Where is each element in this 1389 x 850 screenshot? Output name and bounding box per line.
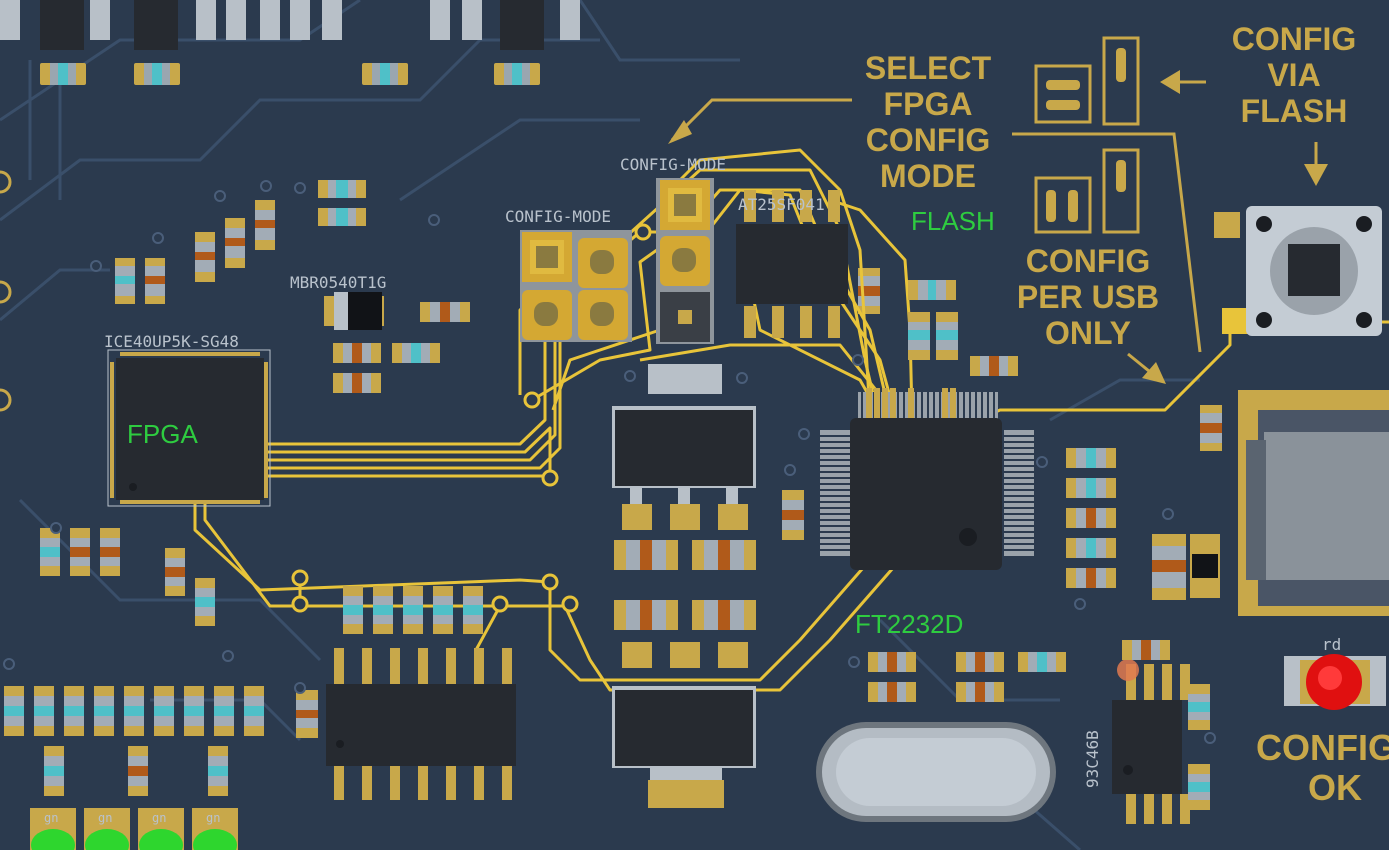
- config-flash-button[interactable]: [1214, 206, 1382, 336]
- svg-text:VIA: VIA: [1267, 57, 1320, 93]
- svg-text:CONFIG: CONFIG: [1026, 243, 1150, 279]
- annotation-config-via-flash: CONFIG VIA FLASH: [1232, 21, 1356, 129]
- svg-text:PER USB: PER USB: [1017, 279, 1159, 315]
- fpga-part-label: ICE40UP5K-SG48: [104, 332, 239, 351]
- soic-chip: [296, 648, 516, 800]
- status-leds: gn gn gn gn: [30, 808, 238, 850]
- fpga-label: FPGA: [127, 419, 198, 449]
- svg-text:OK: OK: [1308, 767, 1362, 808]
- passive-components: [40, 180, 1222, 626]
- ft2232d-chip: FT2232D: [820, 388, 1034, 639]
- status-led: gn: [84, 808, 130, 850]
- svg-text:CONFIG: CONFIG: [866, 122, 990, 158]
- config-mode-label-2: CONFIG-MODE: [620, 155, 726, 174]
- resistor: [134, 63, 180, 85]
- svg-text:gn: gn: [152, 811, 166, 825]
- jumper-silkscreen: [1034, 36, 1140, 234]
- transistor: [1190, 534, 1220, 598]
- flash-resistors: [908, 280, 958, 360]
- svg-text:gn: gn: [44, 811, 58, 825]
- crystal-oscillator: [816, 722, 1056, 822]
- svg-text:CONFIG: CONFIG: [1256, 727, 1389, 768]
- annotation-select-mode: SELECT FPGA CONFIG MODE: [865, 50, 992, 194]
- svg-text:MODE: MODE: [880, 158, 976, 194]
- svg-text:FPGA: FPGA: [884, 86, 973, 122]
- capacitors: [614, 540, 756, 668]
- status-led: gn: [192, 808, 238, 850]
- config-jumper-right: CONFIG-MODE: [620, 155, 726, 344]
- edge-pads: [0, 170, 12, 412]
- config-mode-label-1: CONFIG-MODE: [505, 207, 611, 226]
- ground-vias: [3, 180, 1216, 744]
- annotation-config-ok: CONFIG OK: [1256, 727, 1389, 808]
- status-led: gn: [138, 808, 184, 850]
- voltage-regulator-bottom: [612, 686, 756, 808]
- svg-text:gn: gn: [206, 811, 220, 825]
- diode-part-label: MBR0540T1G: [290, 273, 386, 292]
- status-led: gn: [30, 808, 76, 850]
- config-jumper-left: CONFIG-MODE: [505, 207, 632, 342]
- resistor: [40, 63, 86, 85]
- usb-connector: [1238, 390, 1389, 616]
- top-resistor-row: [0, 0, 580, 85]
- svg-text:gn: gn: [98, 811, 112, 825]
- eeprom-chip: 93C46B: [1083, 640, 1210, 824]
- svg-text:FLASH: FLASH: [1241, 93, 1348, 129]
- eeprom-part-label: 93C46B: [1083, 730, 1102, 788]
- bottom-left-resistors: [4, 686, 264, 796]
- resistor-row-mid: [343, 586, 483, 634]
- arrow-heads: [668, 70, 1328, 384]
- flash-chip: AT25SF041 FLASH: [736, 190, 995, 338]
- resistor: [362, 63, 408, 85]
- resistor: [494, 63, 540, 85]
- ft-resistors: [868, 652, 1066, 702]
- led-color-label: rd: [1322, 635, 1341, 654]
- resistor-bank: [1066, 448, 1186, 600]
- svg-text:CONFIG: CONFIG: [1232, 21, 1356, 57]
- svg-text:SELECT: SELECT: [865, 50, 992, 86]
- fpga-chip: ICE40UP5K-SG48 FPGA: [104, 332, 271, 507]
- svg-text:ONLY: ONLY: [1045, 315, 1131, 351]
- voltage-regulator-top: [612, 364, 756, 530]
- fpga-pins: [110, 352, 268, 504]
- schottky-diode: MBR0540T1G: [290, 273, 386, 330]
- flash-label: FLASH: [911, 206, 995, 236]
- jumper-silkscreen-fill: [1046, 48, 1126, 222]
- flash-part-label: AT25SF041: [738, 195, 825, 214]
- annotation-config-per-usb: CONFIG PER USB ONLY: [1017, 243, 1159, 351]
- config-ok-led: rd: [1284, 635, 1386, 710]
- ft2232d-label: FT2232D: [855, 609, 963, 639]
